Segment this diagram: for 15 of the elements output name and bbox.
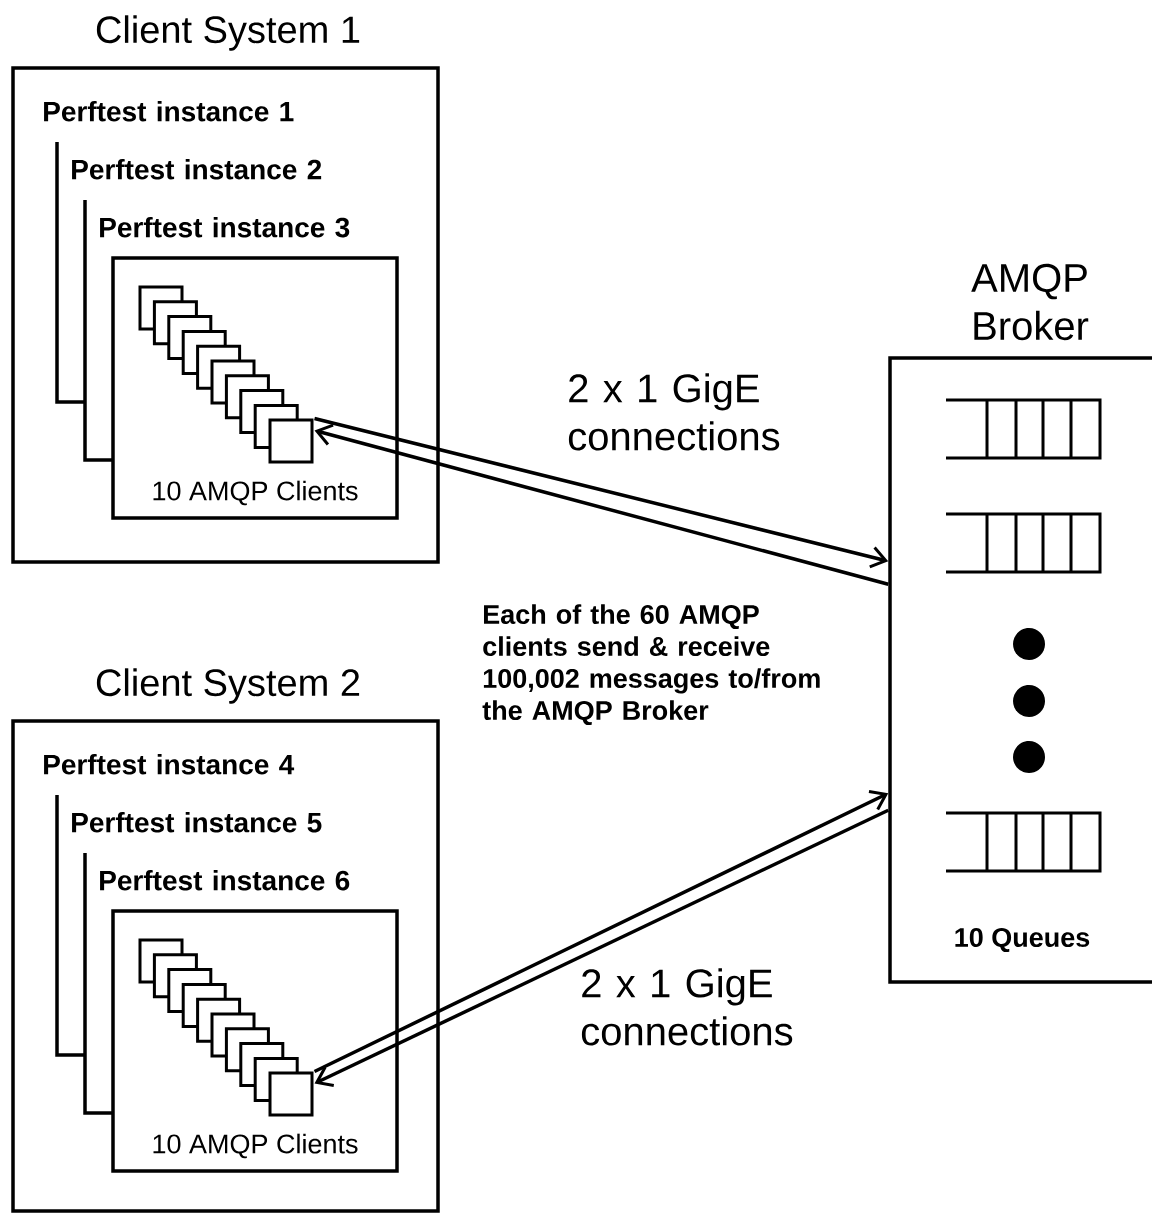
system-title: Client System 1 [96, 15, 360, 51]
instance-heading: Perftest instance 4 [44, 753, 295, 775]
broker-title: AMQP Broker [971, 263, 1089, 341]
note-text: Each of the 60 AMQP clients send & receive 100,002 messages to/from the AMQP Broker [482, 604, 820, 726]
edge-label: 2 x 1 GigE connections [581, 968, 793, 1046]
edge-label: 2 x 1 GigE connections [568, 373, 780, 451]
system-title: Client System 2 [96, 668, 360, 704]
instance-heading: Perftest instance 6 [100, 869, 350, 891]
client-square [268, 1071, 314, 1117]
client-square [268, 418, 314, 464]
instance-heading: Perftest instance 5 [72, 811, 322, 833]
broker-box: 10 Queues [888, 356, 1152, 984]
instance-heading: Perftest instance 2 [72, 158, 322, 180]
instance-heading: Perftest instance 3 [100, 216, 350, 238]
instance-heading: Perftest instance 1 [44, 100, 294, 122]
